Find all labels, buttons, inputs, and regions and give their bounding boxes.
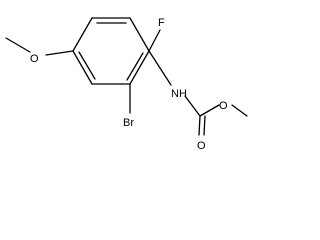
carbonyl-double-bond-1 (198, 115, 201, 136)
c-omethyl-bond (45, 50, 74, 56)
molecule-structure: F Br O NH O O (5, 17, 248, 152)
o-methyl-bond (5, 37, 31, 53)
ester-methyl-bond (231, 104, 248, 117)
c-f-bond (148, 29, 161, 52)
ring-bond-lower-right-inner (126, 52, 144, 81)
carbonyl-ester-o-bond (199, 104, 220, 117)
amide-nh-label: NH (171, 88, 187, 100)
ring-bond-upper-right (129, 17, 150, 52)
c-n-bond (148, 50, 172, 86)
n-carbonyl-bond (184, 95, 201, 117)
ring-bond-lower-right (129, 50, 150, 85)
benzene-ring (72, 17, 150, 85)
ring-bond-upper-left (72, 17, 93, 52)
ring-bond-lower-left (72, 50, 93, 85)
fluorine-label: F (158, 17, 165, 29)
bromine-label: Br (123, 117, 134, 129)
carbonyl-double-bond-2 (203, 115, 206, 136)
methoxy-oxygen-label: O (30, 53, 39, 65)
ring-bond-lower-left-inner (78, 51, 96, 80)
carbonyl-oxygen-label: O (197, 140, 206, 152)
ester-oxygen-label: O (219, 100, 228, 112)
